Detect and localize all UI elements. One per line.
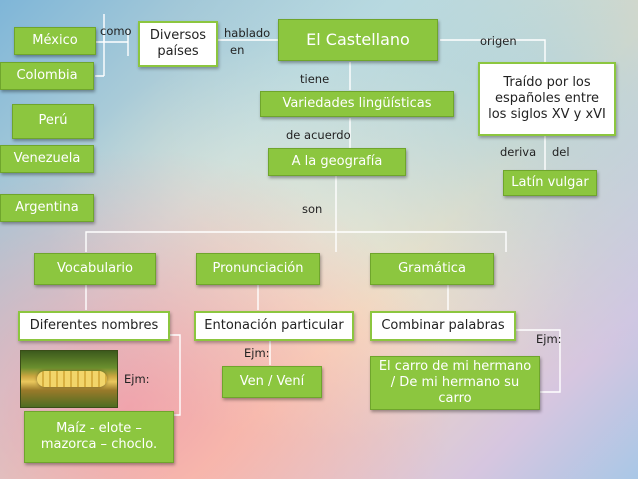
node-variedades-label: Variedades lingüísticas [282, 95, 432, 111]
node-pronunciacion: Pronunciación [196, 253, 320, 285]
country-mexico-label: México [32, 32, 78, 48]
label-deriva: deriva [500, 145, 537, 159]
label-ejm-pronunciacion: Ejm: [244, 346, 270, 360]
node-combinar-label: Combinar palabras [381, 317, 505, 333]
node-entonacion-particular: Entonación particular [194, 311, 354, 341]
node-latin-label: Latín vulgar [511, 174, 589, 190]
label-ejm-vocabulario: Ejm: [124, 372, 150, 386]
node-vocabulario-label: Vocabulario [57, 260, 133, 276]
label-de-acuerdo: de acuerdo [286, 128, 351, 142]
node-pronunciacion-label: Pronunciación [212, 260, 304, 276]
label-como: como [100, 24, 132, 38]
node-a-la-geografia: A la geografía [268, 148, 406, 176]
node-el-castellano: El Castellano [278, 19, 438, 61]
country-colombia: Colombia [0, 62, 94, 90]
country-argentina-label: Argentina [15, 199, 79, 215]
node-variedades-linguisticas: Variedades lingüísticas [260, 91, 454, 117]
node-vocabulario: Vocabulario [34, 253, 156, 285]
country-peru-label: Perú [38, 113, 68, 129]
country-colombia-label: Colombia [16, 67, 78, 83]
corn-photo [20, 350, 118, 408]
node-gramatica: Gramática [370, 253, 494, 285]
label-son: son [302, 202, 323, 216]
country-mexico: México [14, 27, 96, 55]
node-maiz-label: Maíz - elote – mazorca – choclo. [40, 420, 158, 452]
node-diferentes-nombres: Diferentes nombres [18, 311, 170, 341]
label-tiene: tiene [300, 72, 330, 86]
node-traido: Traído por los españoles entre los siglo… [478, 62, 616, 136]
label-del: del [552, 145, 570, 159]
label-hablado: hablado [224, 26, 271, 40]
node-el-castellano-label: El Castellano [306, 30, 410, 49]
node-geografia-label: A la geografía [291, 153, 383, 169]
node-maiz-elote: Maíz - elote – mazorca – choclo. [24, 411, 174, 463]
node-entonacion-label: Entonación particular [204, 317, 344, 333]
node-carro-label: El carro de mi hermano / De mi hermano s… [378, 358, 532, 407]
label-ejm-gramatica: Ejm: [536, 332, 562, 346]
node-diferentes-label: Diferentes nombres [29, 317, 159, 333]
label-en: en [230, 43, 245, 57]
node-traido-label: Traído por los españoles entre los siglo… [488, 74, 606, 123]
label-origen: origen [480, 34, 517, 48]
corn-kernels [37, 371, 107, 387]
node-carro-hermano: El carro de mi hermano / De mi hermano s… [370, 356, 540, 410]
node-combinar-palabras: Combinar palabras [370, 311, 516, 341]
node-diversos-paises: Diversos países [138, 21, 218, 67]
country-peru: Perú [12, 104, 94, 139]
country-venezuela: Venezuela [0, 145, 94, 173]
node-ven-label: Ven / Vení [239, 373, 305, 389]
node-diversos-paises-label: Diversos países [149, 27, 207, 59]
node-ven-veni: Ven / Vení [222, 366, 322, 398]
node-gramatica-label: Gramática [398, 260, 466, 276]
node-latin-vulgar: Latín vulgar [503, 170, 597, 196]
country-argentina: Argentina [0, 194, 94, 222]
country-venezuela-label: Venezuela [13, 150, 81, 166]
